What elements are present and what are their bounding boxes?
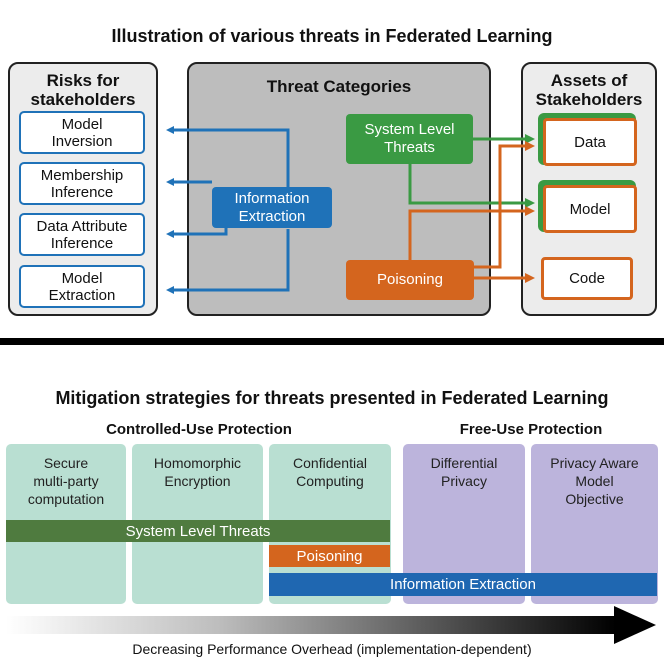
- column-line2: Encryption: [164, 473, 231, 489]
- chip-line2: Extraction: [238, 207, 306, 225]
- chip-line2: Threats: [384, 139, 435, 156]
- system-level-arrows: [408, 134, 535, 208]
- column-line2: Privacy: [441, 473, 487, 489]
- risks-heading-line2: stakeholders: [30, 90, 136, 109]
- risk-label-line1: Membership: [40, 166, 124, 184]
- column-line1: Differential: [430, 455, 498, 471]
- risk-label-line1: Data Attribute: [36, 217, 128, 235]
- column-line1: Homomorphic: [153, 455, 242, 471]
- risk-label-line2: Inference: [50, 183, 114, 201]
- risk-label-line2: Inference: [50, 234, 114, 252]
- assets-heading-line1: Assets of: [550, 71, 628, 90]
- threats-title: Illustration of various threats in Feder…: [111, 26, 553, 46]
- risk-data-attribute-inference: Data Attribute Inference: [19, 213, 145, 256]
- column-line2: Computing: [296, 473, 364, 489]
- asset-data-box: Data: [538, 113, 637, 166]
- risk-membership-inference: Membership Inference: [19, 162, 145, 205]
- risk-label-line2: Inversion: [51, 132, 113, 150]
- assets-heading-line2: Stakeholders: [535, 90, 643, 109]
- column-line1: Confidential: [293, 455, 367, 471]
- asset-data-label: Data: [543, 118, 637, 166]
- column-line2: Model: [575, 473, 614, 489]
- risk-model-inversion: Model Inversion: [19, 111, 145, 154]
- system-level-threats-chip: System Level Threats: [346, 114, 473, 164]
- mitigation-title: Mitigation strategies for threats presen…: [55, 388, 609, 408]
- poisoning-arrows: [408, 141, 535, 283]
- controlled-use-label: Controlled-Use Protection: [106, 421, 292, 438]
- threat-categories-heading: Threat Categories: [266, 77, 412, 96]
- poisoning-chip: Poisoning: [346, 260, 474, 300]
- risk-label-line1: Model: [61, 269, 103, 287]
- bar-poisoning: Poisoning: [269, 545, 390, 567]
- threat-connectors: [166, 126, 535, 294]
- bar-information-extraction: Information Extraction: [269, 573, 657, 596]
- risk-label-line1: Model: [61, 115, 103, 133]
- chip-line1: Information: [234, 189, 310, 207]
- risk-model-extraction: Model Extraction: [19, 265, 145, 308]
- asset-model-label: Model: [543, 185, 637, 233]
- risks-heading-line1: Risks for: [46, 71, 120, 90]
- risk-label-line2: Extraction: [48, 286, 116, 304]
- overhead-arrow: [6, 606, 656, 644]
- information-extraction-chip: Information Extraction: [212, 187, 332, 228]
- information-extraction-arrows: [166, 126, 290, 294]
- overhead-caption: Decreasing Performance Overhead (impleme…: [132, 641, 532, 657]
- column-line1: Secure: [43, 455, 89, 471]
- column-line2: multi-party: [33, 473, 99, 489]
- column-line3: computation: [27, 491, 105, 507]
- bar-system-level-threats: System Level Threats: [6, 520, 390, 542]
- column-line1: Privacy Aware: [550, 455, 639, 471]
- risks-heading: Risks for stakeholders: [10, 71, 156, 109]
- asset-model-box: Model: [538, 180, 637, 233]
- free-use-label: Free-Use Protection: [459, 421, 603, 438]
- chip-line1: System Level: [364, 121, 455, 138]
- asset-code-box: Code: [541, 257, 633, 300]
- column-line3: Objective: [565, 491, 624, 507]
- assets-heading: Assets of Stakeholders: [523, 71, 655, 109]
- section-divider: [0, 338, 664, 345]
